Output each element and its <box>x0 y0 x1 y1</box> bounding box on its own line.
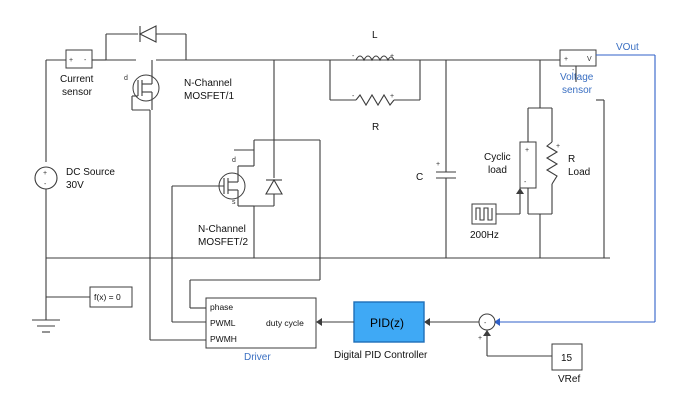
fx-block[interactable] <box>89 286 133 308</box>
mosfet1-label-1: N-Channel <box>184 78 232 89</box>
svg-text:+: + <box>436 161 440 168</box>
sum-junction-icon <box>478 313 496 331</box>
vref-label: VRef <box>558 374 580 385</box>
svg-text:+: + <box>556 143 560 150</box>
cyclic-load-label-2: load <box>488 165 507 176</box>
driver-block[interactable] <box>205 297 317 349</box>
inductor-label: L <box>372 30 378 41</box>
svg-text:-: - <box>352 93 355 100</box>
svg-text:-: - <box>524 179 527 186</box>
r-load-label-1: R <box>568 154 575 165</box>
voltage-sensor-block[interactable] <box>559 49 597 67</box>
mosfet2-label-2: MOSFET/2 <box>198 237 248 248</box>
capacitor-label: C <box>416 172 423 183</box>
pulse-icon <box>475 207 493 221</box>
mosfet-2 <box>206 150 255 258</box>
cyclic-load-label-1: Cyclic <box>484 152 511 163</box>
svg-text:-: - <box>484 320 487 327</box>
svg-text:-: - <box>44 181 47 188</box>
pid-caption: Digital PID Controller <box>334 350 428 361</box>
voltage-sensor-plus: + <box>564 56 568 63</box>
svg-text:-: - <box>352 53 355 60</box>
driver-port-phase: phase <box>210 302 233 312</box>
current-sensor-plus: + <box>69 57 73 64</box>
mosfet1-pin-d: d <box>124 75 128 82</box>
dc-source-label-1: DC Source <box>66 167 115 178</box>
top-rail-wire <box>45 59 560 162</box>
mosfet2-label-1: N-Channel <box>198 224 246 235</box>
current-sensor-minus: - <box>84 57 87 64</box>
voltage-sensor-label-1: Voltage <box>560 72 594 83</box>
diode-icon <box>138 25 157 43</box>
r-load-label-2: Load <box>568 167 590 178</box>
inductor-icon <box>355 55 395 62</box>
current-sensor-label-1: Current <box>60 74 94 85</box>
svg-text:+: + <box>478 335 482 342</box>
dc-source-label-2: 30V <box>66 180 84 191</box>
diode-1 <box>105 25 187 60</box>
svg-text:+: + <box>43 170 47 177</box>
current-sensor-label-2: sensor <box>62 87 93 98</box>
vref-block[interactable] <box>551 343 583 371</box>
capacitor <box>436 60 456 258</box>
resistor-icon <box>545 141 559 185</box>
driver-port-pwmh: PWMH <box>210 334 237 344</box>
svg-text:+: + <box>390 53 394 60</box>
cyclic-load-block[interactable] <box>519 141 537 189</box>
svg-text:+: + <box>390 93 394 100</box>
voltage-sensor-minus: - <box>572 67 575 74</box>
dc-source: + - <box>34 166 58 320</box>
resistor-label: R <box>372 122 379 133</box>
diode-2 <box>254 140 283 207</box>
vout-label: VOut <box>616 42 639 53</box>
driver-label: Driver <box>244 352 271 363</box>
mosfet-1 <box>132 60 160 110</box>
pid-block-label: PID(z) <box>370 316 404 330</box>
lr-network <box>329 55 421 107</box>
mosfet2-pin-d: d <box>232 157 236 164</box>
mosfet2-pin-s: s <box>232 199 236 206</box>
pulse-freq-label: 200Hz <box>470 230 499 241</box>
fx-label: f(x) = 0 <box>94 292 121 302</box>
svg-text:+: + <box>525 147 529 154</box>
voltage-sensor-port: V <box>587 56 592 63</box>
ground-icon <box>32 319 60 333</box>
voltage-sensor-label-2: sensor <box>562 85 593 96</box>
diode-icon <box>265 178 283 195</box>
driver-duty-cycle: duty cycle <box>266 318 304 328</box>
vref-value: 15 <box>561 353 573 364</box>
current-sensor-block[interactable] <box>65 49 93 69</box>
driver-port-pwml: PWML <box>210 318 236 328</box>
resistor-icon <box>355 93 395 107</box>
mosfet1-label-2: MOSFET/1 <box>184 91 234 102</box>
